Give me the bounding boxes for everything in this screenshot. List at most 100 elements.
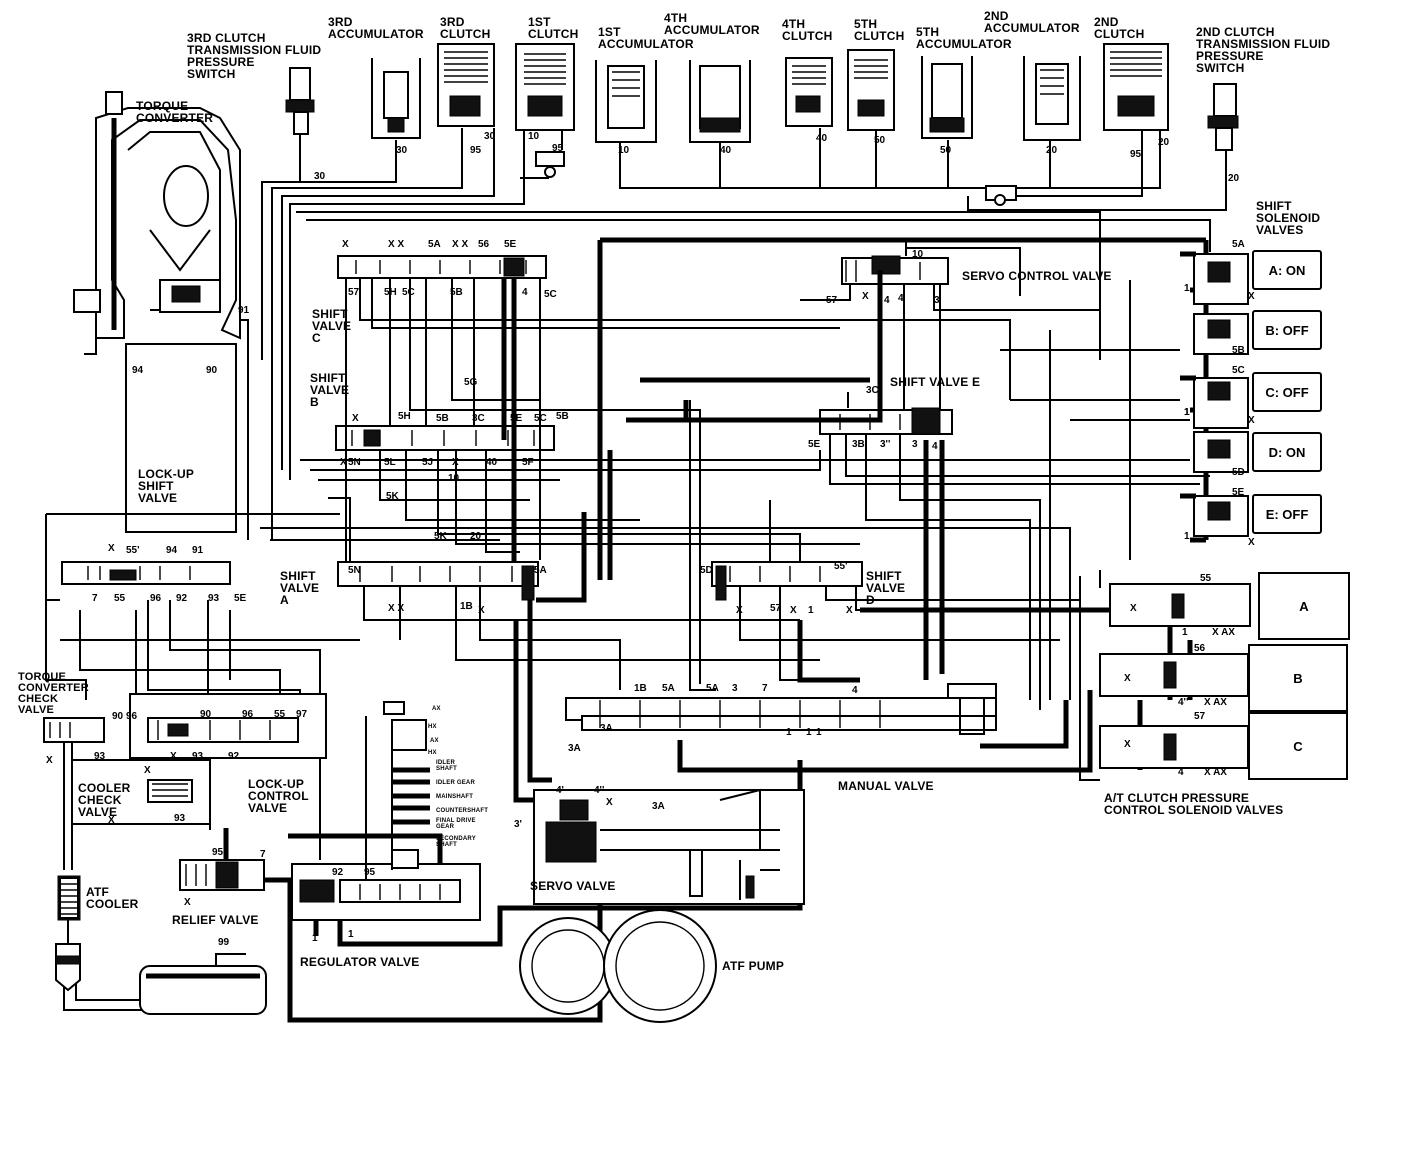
accumulator-1 bbox=[595, 60, 657, 143]
shift-solenoid-valves-label: SHIFT SOLENOID VALVES bbox=[1256, 199, 1321, 237]
port-label: 5A bbox=[706, 683, 719, 694]
port-label: 5A bbox=[662, 683, 675, 694]
solenoid-a-label: A: ON bbox=[1268, 262, 1306, 278]
mainshaft-label: MAINSHAFT bbox=[436, 794, 474, 800]
port-label: 5B bbox=[556, 411, 569, 422]
solenoid-d-port: 5D bbox=[1232, 467, 1245, 478]
port-label: 5L bbox=[384, 457, 396, 468]
port-label: 96 bbox=[150, 593, 162, 604]
solenoid-e-box: E: OFF bbox=[1252, 494, 1322, 534]
port-label: 5E bbox=[234, 593, 247, 604]
port-label: 7 bbox=[92, 593, 98, 604]
port-label: 92 bbox=[176, 593, 188, 604]
clutch-solenoid-a-label: A bbox=[1299, 598, 1309, 614]
servo-control-valve-label: SERVO CONTROL VALVE bbox=[962, 269, 1112, 283]
port-label: 1 bbox=[816, 727, 822, 738]
clutch-3-label: 3RD CLUTCH bbox=[440, 15, 491, 41]
clutch-solenoid-b-box: B bbox=[1248, 644, 1348, 712]
port-label: 5C bbox=[544, 289, 557, 300]
port-label: X bbox=[340, 457, 347, 468]
shift-solenoid-block bbox=[1180, 251, 1249, 537]
solenoid-a-aux: X bbox=[1248, 291, 1255, 302]
at-clutch-solenoids-label: A/T CLUTCH PRESSURE CONTROL SOLENOID VAL… bbox=[1104, 791, 1284, 817]
port-label: 1 bbox=[1184, 283, 1190, 294]
port-label: 1 bbox=[808, 605, 814, 616]
port-label: X bbox=[144, 765, 151, 776]
port-label: 96 bbox=[242, 709, 254, 720]
idler-shaft-label: IDLER SHAFT bbox=[436, 760, 457, 772]
clutch-1 bbox=[515, 43, 575, 131]
port-label: 93 bbox=[192, 751, 204, 762]
manual-valve-label: MANUAL VALVE bbox=[838, 779, 934, 793]
clutch-solenoid-c-port: 57 bbox=[1194, 711, 1206, 722]
port-label: 5K bbox=[386, 491, 399, 502]
port-label: 93 bbox=[208, 593, 220, 604]
port-label: 95 bbox=[212, 847, 224, 858]
port-label: 94 bbox=[166, 545, 178, 556]
solenoid-a-box: A: ON bbox=[1252, 250, 1322, 290]
clutch-5-label: 5TH CLUTCH bbox=[854, 17, 905, 43]
accumulator-4 bbox=[689, 60, 751, 143]
accumulator-3-label: 3RD ACCUMULATOR bbox=[328, 15, 424, 41]
port-label: 40 bbox=[816, 133, 828, 144]
solenoid-d-aux: X bbox=[1248, 537, 1255, 548]
clutch-solenoid-a-tail: X AX bbox=[1212, 627, 1235, 638]
port-label: 55' bbox=[834, 561, 848, 572]
port-label: 1 bbox=[806, 727, 812, 738]
manual-valve-body bbox=[565, 683, 997, 735]
port-label: 3'' bbox=[880, 439, 891, 450]
servo-control-valve-body bbox=[841, 255, 949, 285]
port-label: X bbox=[342, 239, 349, 250]
solenoid-b-aux: X bbox=[1248, 415, 1255, 426]
port-label: 5D bbox=[700, 565, 713, 576]
port-label: 4' bbox=[556, 785, 564, 796]
port-label: 3 bbox=[732, 683, 738, 694]
clutch-solenoid-b-bottom: 4'' bbox=[1178, 697, 1189, 708]
clutch-solenoid-c-box: C bbox=[1248, 712, 1348, 780]
port-label: 30 bbox=[484, 131, 496, 142]
solenoid-c-port: 5C bbox=[1232, 365, 1245, 376]
port-label: 5E bbox=[808, 439, 821, 450]
port-label: 4 bbox=[884, 295, 890, 306]
secondary-shaft-label: SECONDARY SHAFT bbox=[436, 836, 476, 848]
port-label: 91 bbox=[238, 305, 250, 316]
port-label: 20 bbox=[1158, 137, 1170, 148]
accumulator-4-label: 4TH ACCUMULATOR bbox=[664, 11, 760, 37]
clutch-3 bbox=[437, 43, 495, 127]
accumulator-1-label: 1ST ACCUMULATOR bbox=[598, 25, 694, 51]
port-label: X bbox=[790, 605, 797, 616]
port-label: X bbox=[108, 543, 115, 554]
port-label: 7 bbox=[260, 849, 266, 860]
solenoid-a-port: 5A bbox=[1232, 239, 1245, 250]
shift-valve-d-body bbox=[711, 561, 863, 601]
port-label: 5J bbox=[422, 457, 434, 468]
port-label: 5B bbox=[450, 287, 463, 298]
port-label: 10 bbox=[528, 131, 540, 142]
shift-valve-e-label: SHIFT VALVE E bbox=[890, 375, 981, 389]
port-label: 3A bbox=[652, 801, 665, 812]
solenoid-d-label: D: ON bbox=[1268, 444, 1306, 460]
port-label: 5A bbox=[428, 239, 441, 250]
clutch-2-pressure-switch bbox=[1207, 83, 1239, 151]
port-label: 5N bbox=[348, 565, 361, 576]
clutch-solenoid-c-label: C bbox=[1293, 738, 1303, 754]
servo-valve bbox=[533, 788, 805, 905]
final-drive-label: FINAL DRIVE GEAR bbox=[436, 818, 476, 830]
port-label: 91 bbox=[192, 545, 204, 556]
port-label: 97 bbox=[296, 709, 308, 720]
clutch-solenoid-b-label: B bbox=[1293, 670, 1303, 686]
port-label: 92 bbox=[228, 751, 240, 762]
idler-gear-label: IDLER GEAR bbox=[436, 780, 476, 786]
clutch-3-pressure-switch bbox=[285, 67, 315, 135]
port-label: X X bbox=[452, 239, 469, 250]
torque-converter-label: TORQUE CONVERTER bbox=[136, 99, 214, 125]
port-label: 55' bbox=[126, 545, 140, 556]
port-label: 1 bbox=[348, 929, 354, 940]
port-label: 55 bbox=[114, 593, 126, 604]
port-label: 50 bbox=[940, 145, 952, 156]
port-label: 3' bbox=[514, 819, 522, 830]
port-label: 94 bbox=[132, 365, 144, 376]
port-label: X bbox=[846, 605, 853, 616]
relief-valve bbox=[179, 859, 265, 891]
port-label: 20 bbox=[470, 531, 482, 542]
